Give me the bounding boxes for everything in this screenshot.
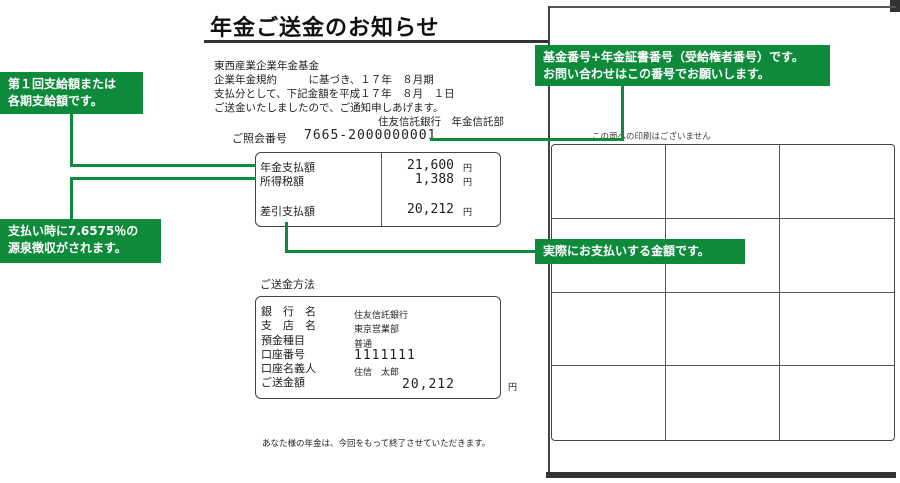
deposit-type-label: 預金種目 <box>261 334 305 347</box>
remittance-notice: 年金ご送金のお知らせ 東西産業企業年金基金 企業年金規約 に基づき、１７年 ８月… <box>204 0 549 483</box>
pension-payment-unit: 円 <box>462 164 472 174</box>
notice-back-side: この面への印刷はございません <box>546 0 900 483</box>
pension-payment-amount: 21,600 <box>407 158 454 173</box>
reference-number: 7665-2000000001 <box>304 128 437 143</box>
grid-cell <box>552 292 666 367</box>
header-line-rules: 企業年金規約 に基づき、１７年 ８月期 <box>214 74 434 86</box>
sender-name: 住友信託銀行 年金信託部 <box>378 116 504 128</box>
grid-cell <box>552 145 666 219</box>
grid-cell <box>552 366 666 440</box>
net-payment-unit: 円 <box>462 208 472 218</box>
header-line-notice: ご送金いたしましたので、ご通知申しあげます。 <box>214 102 444 114</box>
connector-first-payment-vertical <box>70 112 73 167</box>
termination-note: あなた様の年金は、今回をもって終了させていただきます。 <box>262 439 491 449</box>
net-payment-amount: 20,212 <box>407 202 454 217</box>
top-edge <box>550 6 896 8</box>
callout-fund-number: 基金番号+年金証書番号（受給権者番号）です。 お問い合わせはこの番号でお願いしま… <box>535 45 830 86</box>
remittance-amount-value: 20,212 <box>402 377 455 392</box>
net-payment-label: 差引支払額 <box>260 205 315 218</box>
reference-label: ご照会番号 <box>232 132 287 145</box>
title-underline <box>204 40 549 43</box>
grid-cell <box>780 145 894 219</box>
connector-fund-number-horizontal <box>430 138 624 141</box>
remittance-amount-label: ご送金額 <box>261 376 305 389</box>
pension-payment-label: 年金支払額 <box>260 161 315 174</box>
header-line-payment-date: 支払分として、下記金額を平成１７年 ８月 １日 <box>214 88 455 100</box>
connector-actual-payment-horizontal <box>285 250 535 253</box>
bank-name-value: 住友信託銀行 <box>354 311 409 321</box>
no-print-note: この面への印刷はございません <box>592 132 711 142</box>
account-number-label: 口座番号 <box>261 348 305 361</box>
payment-amount-box: 年金支払額 21,600 円 所得税額 1,388 円 差引支払額 20,212… <box>255 152 501 227</box>
remittance-method-title: ご送金方法 <box>260 278 315 291</box>
account-number-value: 1111111 <box>354 348 416 363</box>
account-holder-label: 口座名義人 <box>261 362 316 375</box>
grid-cell <box>780 219 894 293</box>
income-tax-label: 所得税額 <box>260 175 304 188</box>
income-tax-unit: 円 <box>462 178 472 188</box>
income-tax-amount: 1,388 <box>414 172 454 187</box>
bottom-edge <box>546 472 896 478</box>
connector-withholding-horizontal <box>70 177 256 180</box>
account-holder-value: 住信 太郎 <box>354 368 400 378</box>
connector-first-payment-horizontal <box>70 164 256 167</box>
grid-cell <box>666 218 780 293</box>
branch-name-label: 支 店 名 <box>261 319 316 332</box>
connector-actual-payment-vertical <box>285 222 288 253</box>
grid-cell <box>780 366 894 440</box>
grid-cell <box>666 366 780 440</box>
callout-withholding: 支払い時に7.6575％の 源泉徴収がされます。 <box>0 219 161 263</box>
payment-box-divider <box>381 153 382 226</box>
connector-fund-number-vertical <box>621 85 624 141</box>
blank-grid <box>551 144 895 441</box>
grid-cell <box>666 145 780 219</box>
callout-first-payment: 第１回支給額または 各期支給額です。 <box>0 72 143 114</box>
connector-withholding-vertical <box>70 177 73 222</box>
bank-name-label: 銀 行 名 <box>261 305 316 318</box>
header-line-fund: 東西産業企業年金基金 <box>214 60 319 72</box>
grid-cell <box>666 292 780 367</box>
callout-actual-payment: 実際にお支払いする金額です。 <box>535 239 745 264</box>
grid-cell <box>780 293 894 367</box>
notice-title: 年金ご送金のお知らせ <box>210 16 440 41</box>
remittance-method-box: 銀 行 名 住友信託銀行 支 店 名 東京営業部 預金種目 普通 口座番号 11… <box>255 296 517 399</box>
remittance-amount-unit: 円 <box>508 383 518 393</box>
deposit-type-value: 普通 <box>354 340 373 350</box>
branch-name-value: 東京営業部 <box>354 325 400 335</box>
